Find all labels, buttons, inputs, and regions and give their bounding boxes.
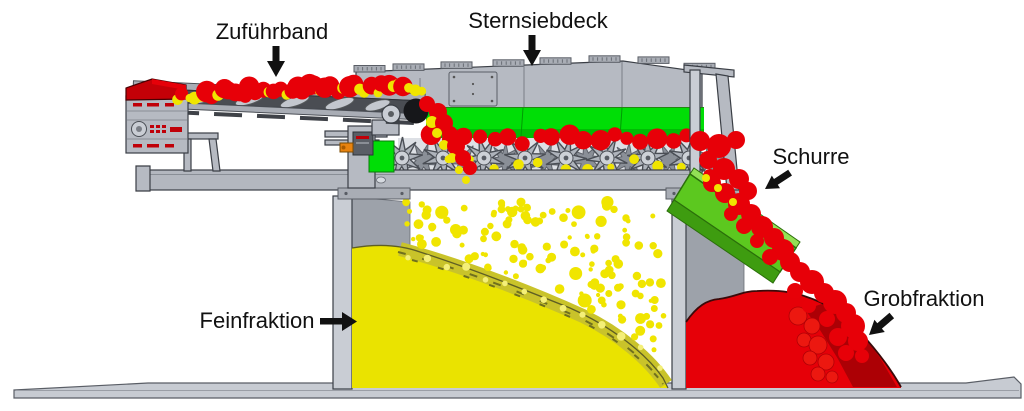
tensioner-motor	[339, 142, 354, 153]
screen-deck-arrow	[523, 35, 541, 66]
fine-grains-on-slope	[405, 254, 663, 371]
fine-fraction-label: Feinfraktion	[199, 308, 315, 333]
coarse-fraction-label: Grobfraktion	[863, 286, 985, 311]
feed-belt-label: Zuführband	[215, 19, 329, 44]
tensioner-gearbox	[352, 131, 374, 156]
screen-deck-label: Sternsiebdeck	[468, 8, 608, 33]
falling-fine-material	[402, 196, 667, 353]
frame-bracket-left	[337, 187, 411, 200]
coarse-fraction-arrow	[869, 312, 895, 335]
chute-arrow	[765, 169, 792, 189]
fine-fraction-arrow	[320, 312, 357, 331]
access-panel	[448, 71, 498, 107]
material-on-screen-deck	[420, 124, 694, 175]
chute-label: Schurre	[772, 144, 850, 169]
feed-belt-arrow	[267, 46, 285, 77]
material-dropping-to-deck	[419, 96, 477, 184]
star-screen-machine	[125, 55, 743, 200]
material-on-feed-belt	[172, 73, 427, 105]
fine-fraction-pile	[351, 242, 672, 389]
belt-drive-unit	[125, 95, 189, 154]
coarse-balls-embedded	[788, 306, 839, 384]
coarse-material-stream	[690, 131, 869, 363]
housing-top-ribs	[353, 55, 716, 73]
base-frame-rail	[135, 165, 703, 192]
star-wheels	[381, 136, 728, 180]
access-panel-bolts	[452, 75, 494, 103]
